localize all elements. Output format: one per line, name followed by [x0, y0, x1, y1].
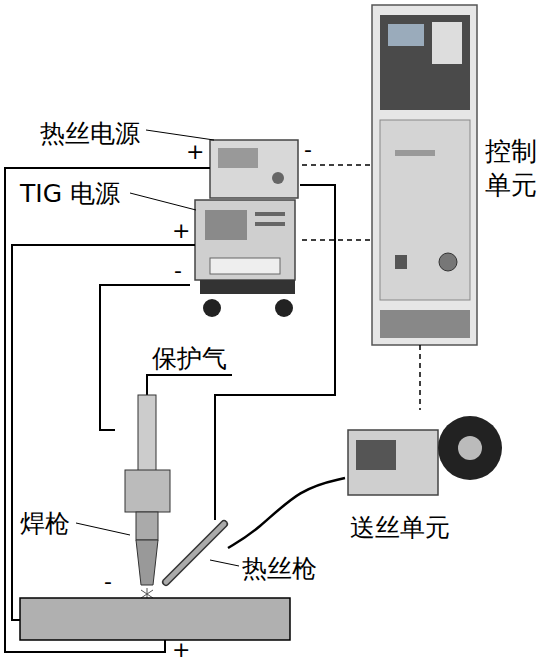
cabinet-switch: [395, 255, 407, 269]
cabinet-knob: [439, 253, 457, 271]
cabinet-door: [380, 120, 470, 300]
cart-wheel: [203, 299, 221, 317]
polarity-sign: -: [304, 138, 312, 162]
torch-head: [125, 470, 170, 512]
node-label: 送丝单元: [350, 512, 450, 545]
leader-line: [210, 560, 239, 566]
node-label: 热丝电源: [40, 118, 140, 151]
torch-body: [138, 395, 156, 475]
control-line: [419, 345, 421, 410]
tig-power-source: TIG 电源: [190, 200, 300, 320]
wire-spool: [438, 416, 502, 480]
wire-feeder-box: [348, 430, 438, 495]
leader-line: [76, 523, 130, 535]
cabinet-badge: [395, 150, 435, 156]
leader-line: [146, 130, 214, 140]
hotwire-positive-cable: [5, 168, 210, 652]
control-unit: 控制 单元: [370, 5, 480, 345]
welding-torch: 焊枪: [115, 395, 175, 590]
wire-feeder-panel: [356, 440, 396, 470]
tig-power-grille: [210, 258, 280, 274]
cabinet-panel: [380, 15, 470, 110]
cabinet-screen: [388, 24, 424, 46]
polarity-sign: +: [186, 140, 204, 164]
polarity-sign: -: [104, 570, 112, 594]
arc-symbol: [141, 588, 153, 598]
wire-feed-cable: [228, 478, 345, 548]
torch-nozzle: [136, 540, 158, 585]
node-label: TIG 电源: [20, 178, 120, 211]
node-label: 热丝枪: [242, 553, 317, 586]
polarity-sign: +: [172, 638, 190, 662]
hotwire-gun: 热丝枪: [178, 520, 228, 570]
cabinet-base: [380, 310, 470, 338]
node-label: 控制 单元: [485, 135, 543, 203]
workpiece: [20, 598, 290, 640]
tig-power-panel: [205, 210, 247, 240]
hotwire-power-box: [210, 140, 298, 198]
cabinet-keypad: [432, 22, 462, 64]
wire-spool-hub: [458, 436, 482, 460]
polarity-sign: +: [172, 219, 190, 243]
tig-cart: [200, 280, 295, 294]
control-cabinet: [372, 5, 477, 345]
control-line: [300, 164, 370, 166]
hotwire-gun: [166, 524, 224, 582]
node-label: 焊枪: [20, 508, 70, 541]
leader-line: [130, 193, 196, 210]
tig-positive-cable: [12, 245, 195, 620]
hotwire-gun-outline: [166, 524, 224, 582]
tig-power-box: [195, 200, 295, 280]
gas-hose: [147, 375, 232, 395]
hotwire-power-source: 热丝电源: [205, 138, 300, 200]
hotwire-power-knob: [272, 172, 284, 184]
wire-feed-unit: 送丝单元: [345, 410, 500, 510]
hotwire-power-panel: [218, 148, 258, 168]
tig-power-vent: [255, 212, 285, 216]
gas-label: 保护气: [152, 345, 227, 373]
torch-neck: [136, 512, 158, 540]
tig-power-vent: [255, 222, 285, 226]
cart-wheel: [275, 299, 293, 317]
polarity-sign: -: [174, 259, 182, 283]
hotwire-cable: [215, 185, 335, 520]
